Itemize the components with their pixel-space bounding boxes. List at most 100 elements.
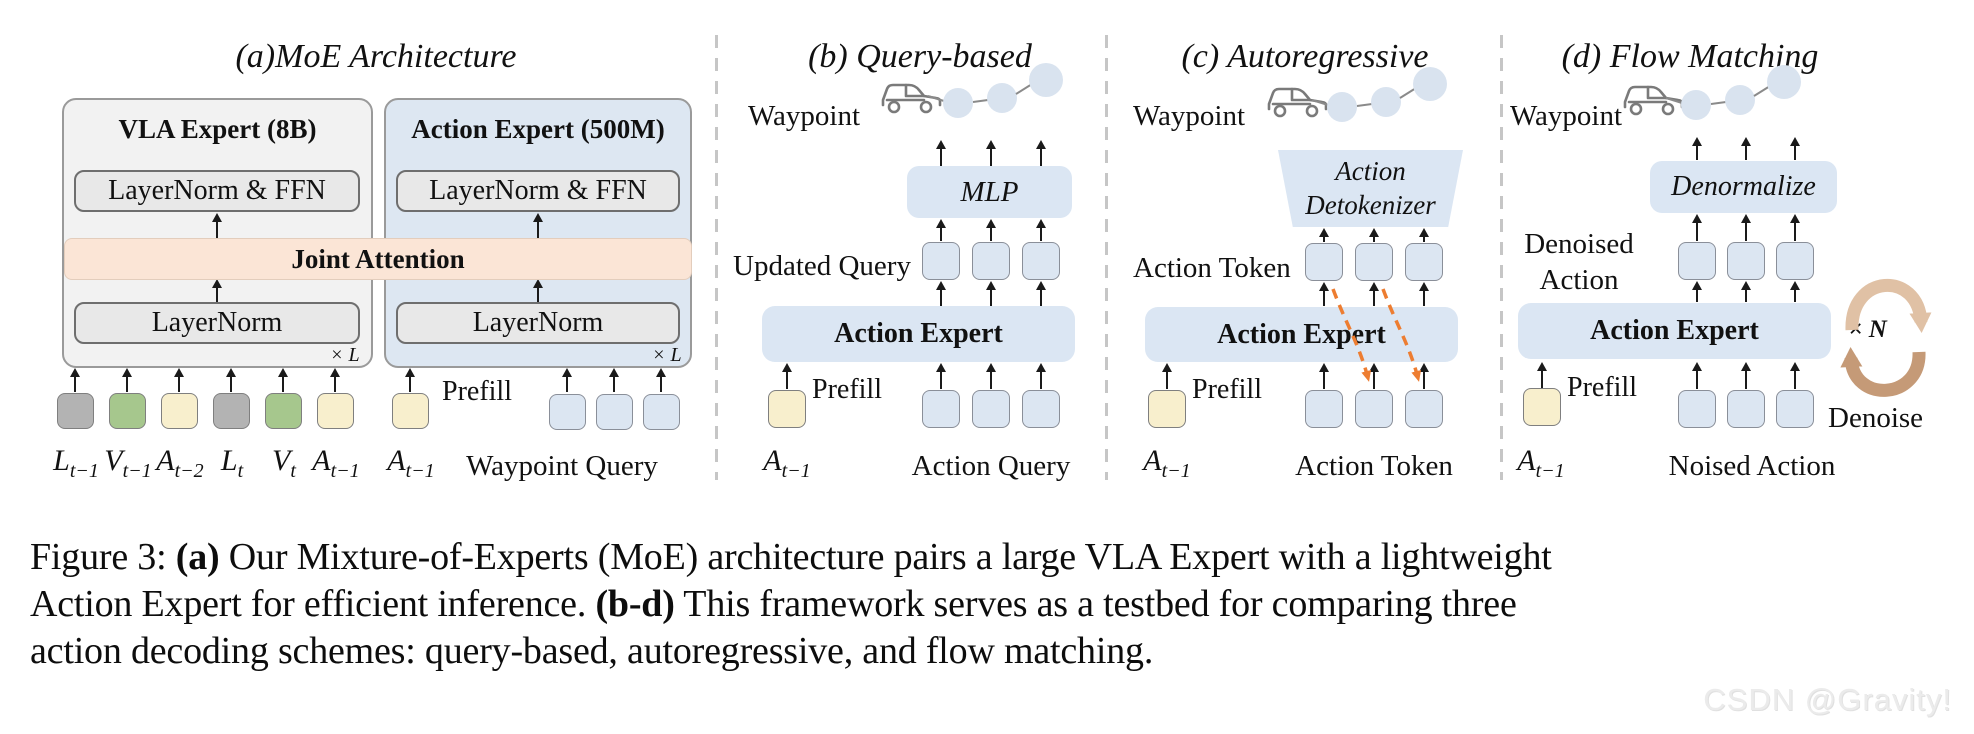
vla-token [213, 393, 250, 429]
up-arrow [532, 279, 544, 302]
up-arrow [1035, 281, 1047, 306]
panel-divider [715, 35, 718, 480]
denoised-action-label: Denoised Action [1524, 228, 1634, 296]
noised-action-label: Noised Action [1668, 450, 1836, 482]
token-label: Lt [220, 444, 244, 482]
action-query-token [972, 390, 1010, 428]
up-arrow [329, 368, 341, 392]
up-arrow [1035, 363, 1047, 389]
up-arrow [1318, 228, 1330, 242]
token-label: At−1 [387, 444, 435, 482]
up-arrow [1691, 281, 1703, 302]
token-label: At−2 [156, 444, 204, 482]
up-arrow [561, 368, 573, 392]
prev-action-label: At−1 [763, 444, 811, 482]
prev-action-label: At−1 [1517, 444, 1565, 482]
waypoint-label: Waypoint [1133, 100, 1246, 132]
action-token [1305, 243, 1343, 281]
updated-query-token [1022, 242, 1060, 280]
mlp-box: MLP [907, 166, 1072, 218]
up-arrow [1418, 363, 1430, 389]
noised-action-token [1776, 390, 1814, 428]
denormalize-box: Denormalize [1650, 161, 1837, 213]
action-token [1355, 243, 1393, 281]
up-arrow [1318, 363, 1330, 389]
up-arrow [532, 213, 544, 238]
up-arrow [1789, 362, 1801, 389]
up-arrow [985, 363, 997, 389]
prefill-label: Prefill [812, 374, 882, 405]
up-arrow [1691, 214, 1703, 241]
up-arrow [1740, 362, 1752, 389]
action-query-label: Action Query [911, 450, 1071, 482]
up-arrow [1536, 362, 1548, 388]
up-arrow [1035, 140, 1047, 166]
up-arrow [69, 368, 81, 392]
action-expert-bar: Action Expert [1145, 307, 1458, 362]
prefill-label: Prefill [1192, 374, 1262, 405]
up-arrow [1035, 219, 1047, 241]
up-arrow [1691, 137, 1703, 160]
up-arrow [1318, 282, 1330, 306]
action-query-token [922, 390, 960, 428]
action-query-token [1022, 390, 1060, 428]
vla-token [109, 393, 146, 429]
up-arrow [1368, 363, 1380, 389]
action-token-bottom-label: Action Token [1295, 450, 1453, 482]
car-icon [1623, 85, 1684, 116]
updated-query-token [922, 242, 960, 280]
vla-token [265, 393, 302, 429]
vla-expert-box-title: VLA Expert (8B) [118, 114, 317, 144]
token-label: At−1 [312, 444, 360, 482]
up-arrow [1789, 281, 1801, 302]
up-arrow [1368, 282, 1380, 306]
repeat-n-label: × N [1848, 316, 1887, 343]
panel-divider [1105, 35, 1108, 480]
action-expert-bar: Action Expert [762, 306, 1075, 362]
action-expert-box-title: Action Expert (500M) [411, 114, 665, 144]
up-arrow [1740, 214, 1752, 241]
up-arrow [1789, 137, 1801, 160]
up-arrow [985, 219, 997, 241]
denoised-action-token [1727, 242, 1765, 280]
caption-line: Figure 3: (a) Our Mixture-of-Experts (Mo… [30, 536, 1552, 578]
vla-layernorm-box: LayerNorm [74, 302, 360, 344]
waypoint-query-token [596, 394, 633, 430]
vla-ffn-box: LayerNorm & FFN [74, 170, 360, 212]
up-arrow [1161, 363, 1173, 389]
panel-b-title: (b) Query-based [808, 38, 1032, 75]
noised-action-token [1727, 390, 1765, 428]
up-arrow [985, 281, 997, 306]
action-expert-bar: Action Expert [1518, 303, 1831, 359]
action-detokenizer-trapezoid: Action Detokenizer [1278, 150, 1463, 227]
repeat-l-label: × L [652, 344, 682, 366]
prefill-token [768, 390, 806, 428]
up-arrow [1740, 281, 1752, 302]
denoised-action-token [1678, 242, 1716, 280]
action-token [1305, 390, 1343, 428]
panel-d-title: (d) Flow Matching [1561, 38, 1819, 75]
action-token [1405, 243, 1443, 281]
up-arrow [173, 368, 185, 392]
up-arrow [1418, 228, 1430, 242]
updated-query-token [972, 242, 1010, 280]
waypoint-query-token [549, 394, 586, 430]
vla-token [317, 393, 354, 429]
up-arrow [608, 368, 620, 392]
figure-caption: Figure 3: (a) Our Mixture-of-Experts (Mo… [30, 534, 1552, 675]
noised-action-token [1678, 390, 1716, 428]
up-arrow [225, 368, 237, 392]
up-arrow [1789, 214, 1801, 241]
waypoint-label: Waypoint [748, 100, 861, 132]
action-layernorm-box: LayerNorm [396, 302, 680, 344]
up-arrow [935, 219, 947, 241]
up-arrow [277, 368, 289, 392]
up-arrow [985, 140, 997, 166]
prefill-token [1523, 388, 1561, 426]
vla-token [57, 393, 94, 429]
up-arrow [1740, 137, 1752, 160]
up-arrow [781, 363, 793, 389]
caption-line: action decoding schemes: query-based, au… [30, 630, 1154, 672]
panel-divider [1500, 35, 1503, 480]
token-label: Vt−1 [104, 444, 152, 482]
